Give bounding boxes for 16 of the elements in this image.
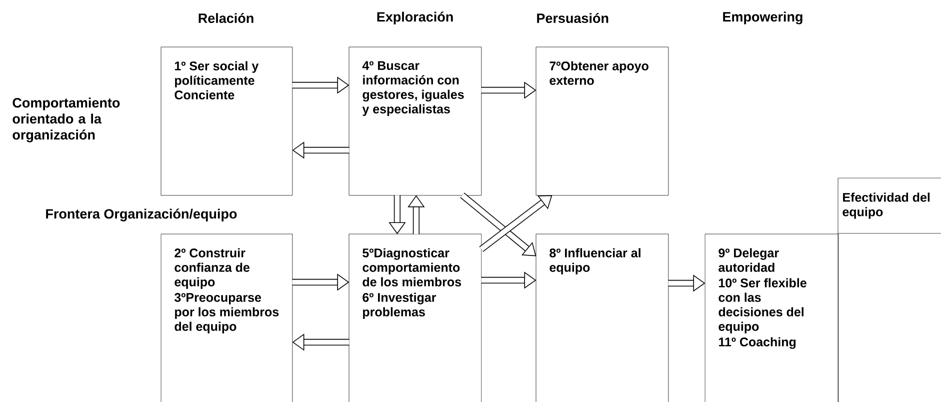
process-box: 1º Ser social y políticamente Conciente [160, 46, 293, 196]
row-label: Frontera Organización/equipo [46, 208, 237, 222]
column-heading: Relación [198, 12, 254, 23]
process-box: 8º Influenciar al equipo [536, 234, 669, 402]
process-box: 7ºObtener apoyo externo [536, 46, 669, 196]
header-box: Efectividad del equipo [838, 178, 941, 402]
column-heading: Persuasión [537, 12, 608, 23]
column-heading: Exploración [377, 12, 453, 24]
column-heading: Empowering [723, 12, 802, 24]
block-arrow [460, 192, 536, 256]
block-arrow [479, 195, 552, 252]
process-box: 2º Construir confianza de equipo 3ºPreocuparse por los miembros del equipo [160, 234, 293, 402]
process-box: 5ºDiagnosticar comportamiento de los miembros 6º Investigar problemas [348, 234, 482, 402]
process-box: 4º Buscar información con gestores, iguales y especialistas [348, 46, 482, 196]
process-box: 9º Delegar autoridad 10º Ser flexible con las decisiones del equipo 11º Coaching [704, 234, 839, 402]
row-label: Comportamiento orientado a la organización [12, 98, 120, 142]
